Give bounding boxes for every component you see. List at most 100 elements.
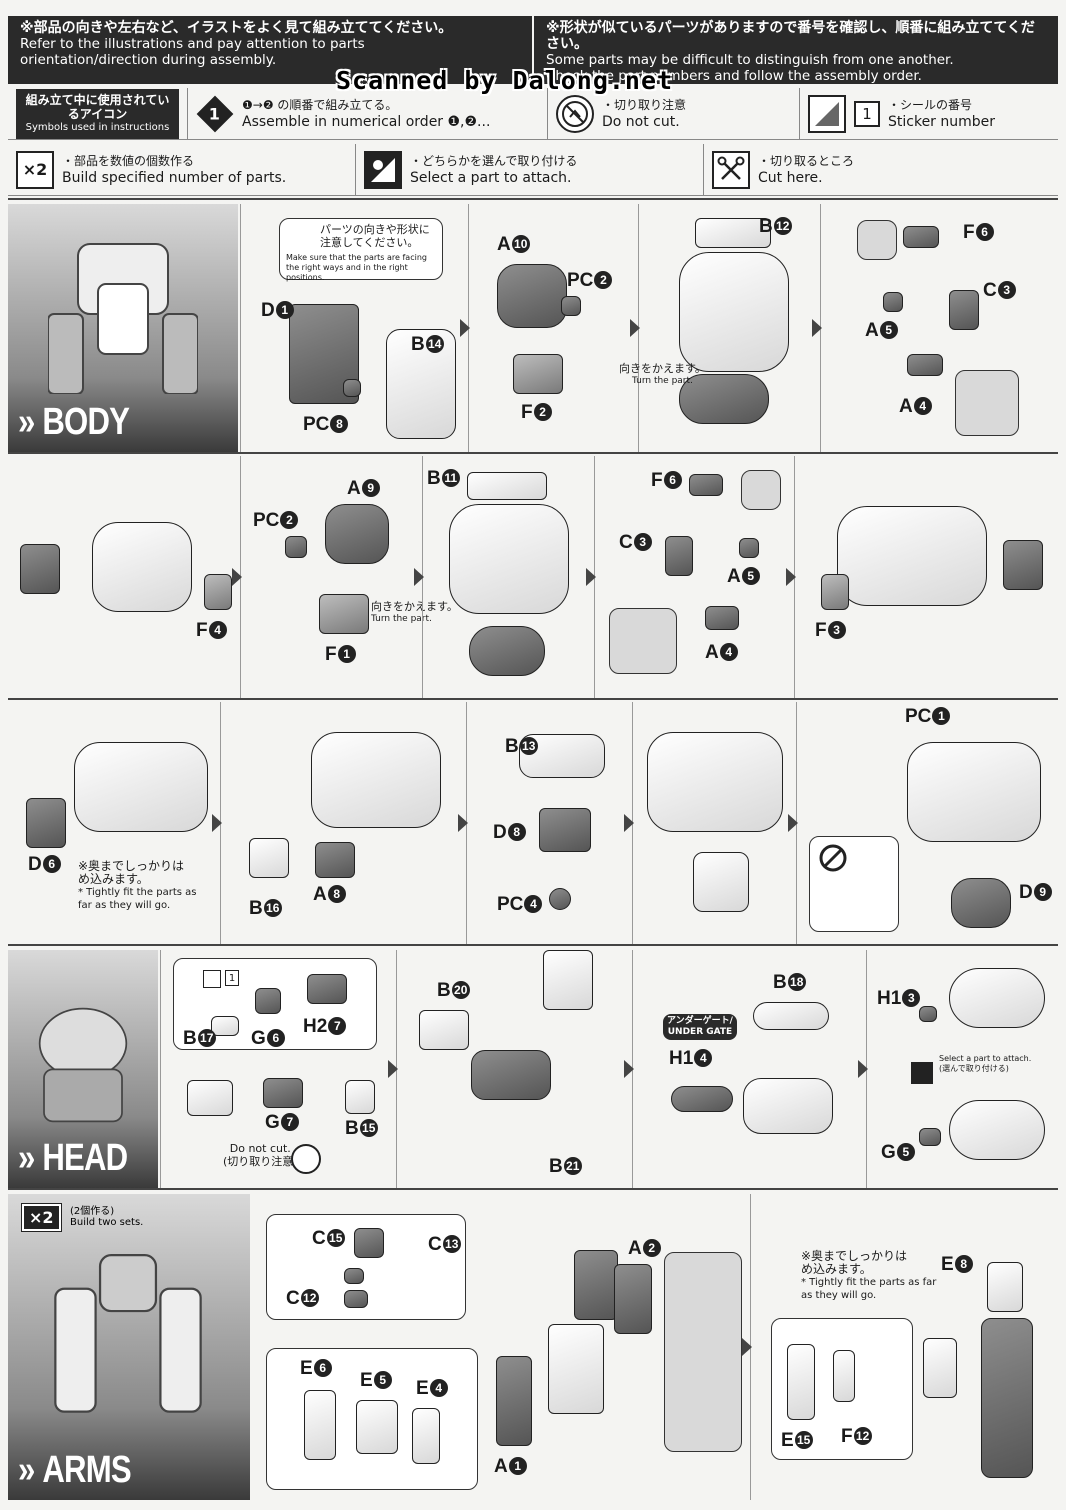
legend-sticker: 1 ・シールの番号 Sticker number xyxy=(800,88,1058,139)
under-gate-badge: アンダーゲート/UNDER GATE xyxy=(663,1014,737,1040)
arms-section-title: » ARMS xyxy=(18,1449,132,1491)
legend-title: 組み立て中に使用されているアイコン Symbols used in instru… xyxy=(8,88,188,139)
part-A4 xyxy=(907,354,943,376)
no-callout xyxy=(809,836,899,932)
body-side-panel: » BODY xyxy=(8,204,238,452)
tight-note: ※奥までしっかりはめ込みます。 * Tightly fit the parts … xyxy=(801,1249,937,1302)
body-robot-illustration xyxy=(48,243,198,394)
part-F2 xyxy=(513,354,563,394)
header-left-en2: orientation/direction during assembly. xyxy=(20,52,277,68)
head-option-a xyxy=(949,968,1045,1028)
body-assembly xyxy=(907,742,1041,842)
arm-detail-callout xyxy=(664,1252,742,1452)
part-B12 xyxy=(695,218,771,248)
part-G5 xyxy=(919,1128,941,1146)
order-diamond-icon: 1 xyxy=(196,95,234,132)
header-right-jp: ※形状が似ているパーツがありますので番号を確認し、順番に組み立ててください。 xyxy=(546,20,1035,52)
step-arrow-icon xyxy=(742,1338,752,1356)
body-bottom-part xyxy=(679,374,769,424)
part-A5 xyxy=(883,292,903,312)
step-arrow-icon xyxy=(460,319,470,337)
tight-note: ※奥までしっかりはめ込みます。 * Tightly fit the parts … xyxy=(78,859,197,912)
part-C13 xyxy=(354,1228,384,1258)
arms-step-2: ※奥までしっかりはめ込みます。 * Tightly fit the parts … xyxy=(742,1194,1058,1500)
part-E15 xyxy=(787,1344,815,1420)
body-assembly xyxy=(74,742,208,832)
detail-callout-2 xyxy=(955,370,1019,436)
part-F3 xyxy=(821,574,849,610)
part-A1 xyxy=(496,1356,532,1446)
multiply-icon: ×2 xyxy=(16,150,54,189)
body-assembly xyxy=(92,522,192,612)
legend-order-en: Assemble in numerical order ❶,❷... xyxy=(242,113,491,130)
part-PC2 xyxy=(561,296,581,316)
step-arrow-icon xyxy=(624,814,634,832)
legend-sticker-en: Sticker number xyxy=(888,113,996,130)
arms-badge-note: (2個作る)Build two sets. xyxy=(70,1206,144,1228)
step-arrow-icon xyxy=(388,1060,398,1078)
legend-multi-en: Build specified number of parts. xyxy=(62,169,287,186)
cut-here-icon xyxy=(712,150,750,189)
head-section-title: » HEAD xyxy=(18,1137,128,1179)
part-H2-7 xyxy=(307,974,347,1004)
step-arrow-icon xyxy=(786,568,796,586)
header-right-en2: Check the part numbers and follow the as… xyxy=(546,68,922,84)
select-part-icon xyxy=(911,1062,933,1084)
detail-callout-2 xyxy=(609,608,677,674)
part-A10 xyxy=(497,264,567,328)
part-B20 xyxy=(419,1010,469,1050)
head-inner-part xyxy=(187,1080,233,1116)
body-assembly xyxy=(311,732,441,828)
part-A4 xyxy=(705,606,739,630)
legend-row-2: ×2 ・部品を数値の個数作る Build specified number of… xyxy=(8,144,1058,196)
part-D9 xyxy=(951,878,1011,928)
step-arrow-icon xyxy=(788,814,798,832)
head-assembly xyxy=(743,1078,833,1134)
step-arrow-icon xyxy=(624,1060,634,1078)
prohibited-icon xyxy=(819,844,847,872)
header-left-en1: Refer to the illustrations and pay atten… xyxy=(20,36,365,52)
head-assembly xyxy=(471,1050,551,1100)
legend-title-en: Symbols used in instructions xyxy=(25,121,170,133)
nocut-note: Do not cut.(切り取り注意) xyxy=(223,1142,298,1168)
step-arrow-icon xyxy=(586,568,596,586)
part-A2 xyxy=(614,1264,652,1334)
part-B16 xyxy=(249,838,289,878)
arm-assembled xyxy=(981,1318,1033,1478)
legend-multi-jp: ・部品を数値の個数作る xyxy=(62,153,195,168)
caution-callout: パーツの向きや形状に注意してください。 Make sure that the p… xyxy=(279,218,443,282)
